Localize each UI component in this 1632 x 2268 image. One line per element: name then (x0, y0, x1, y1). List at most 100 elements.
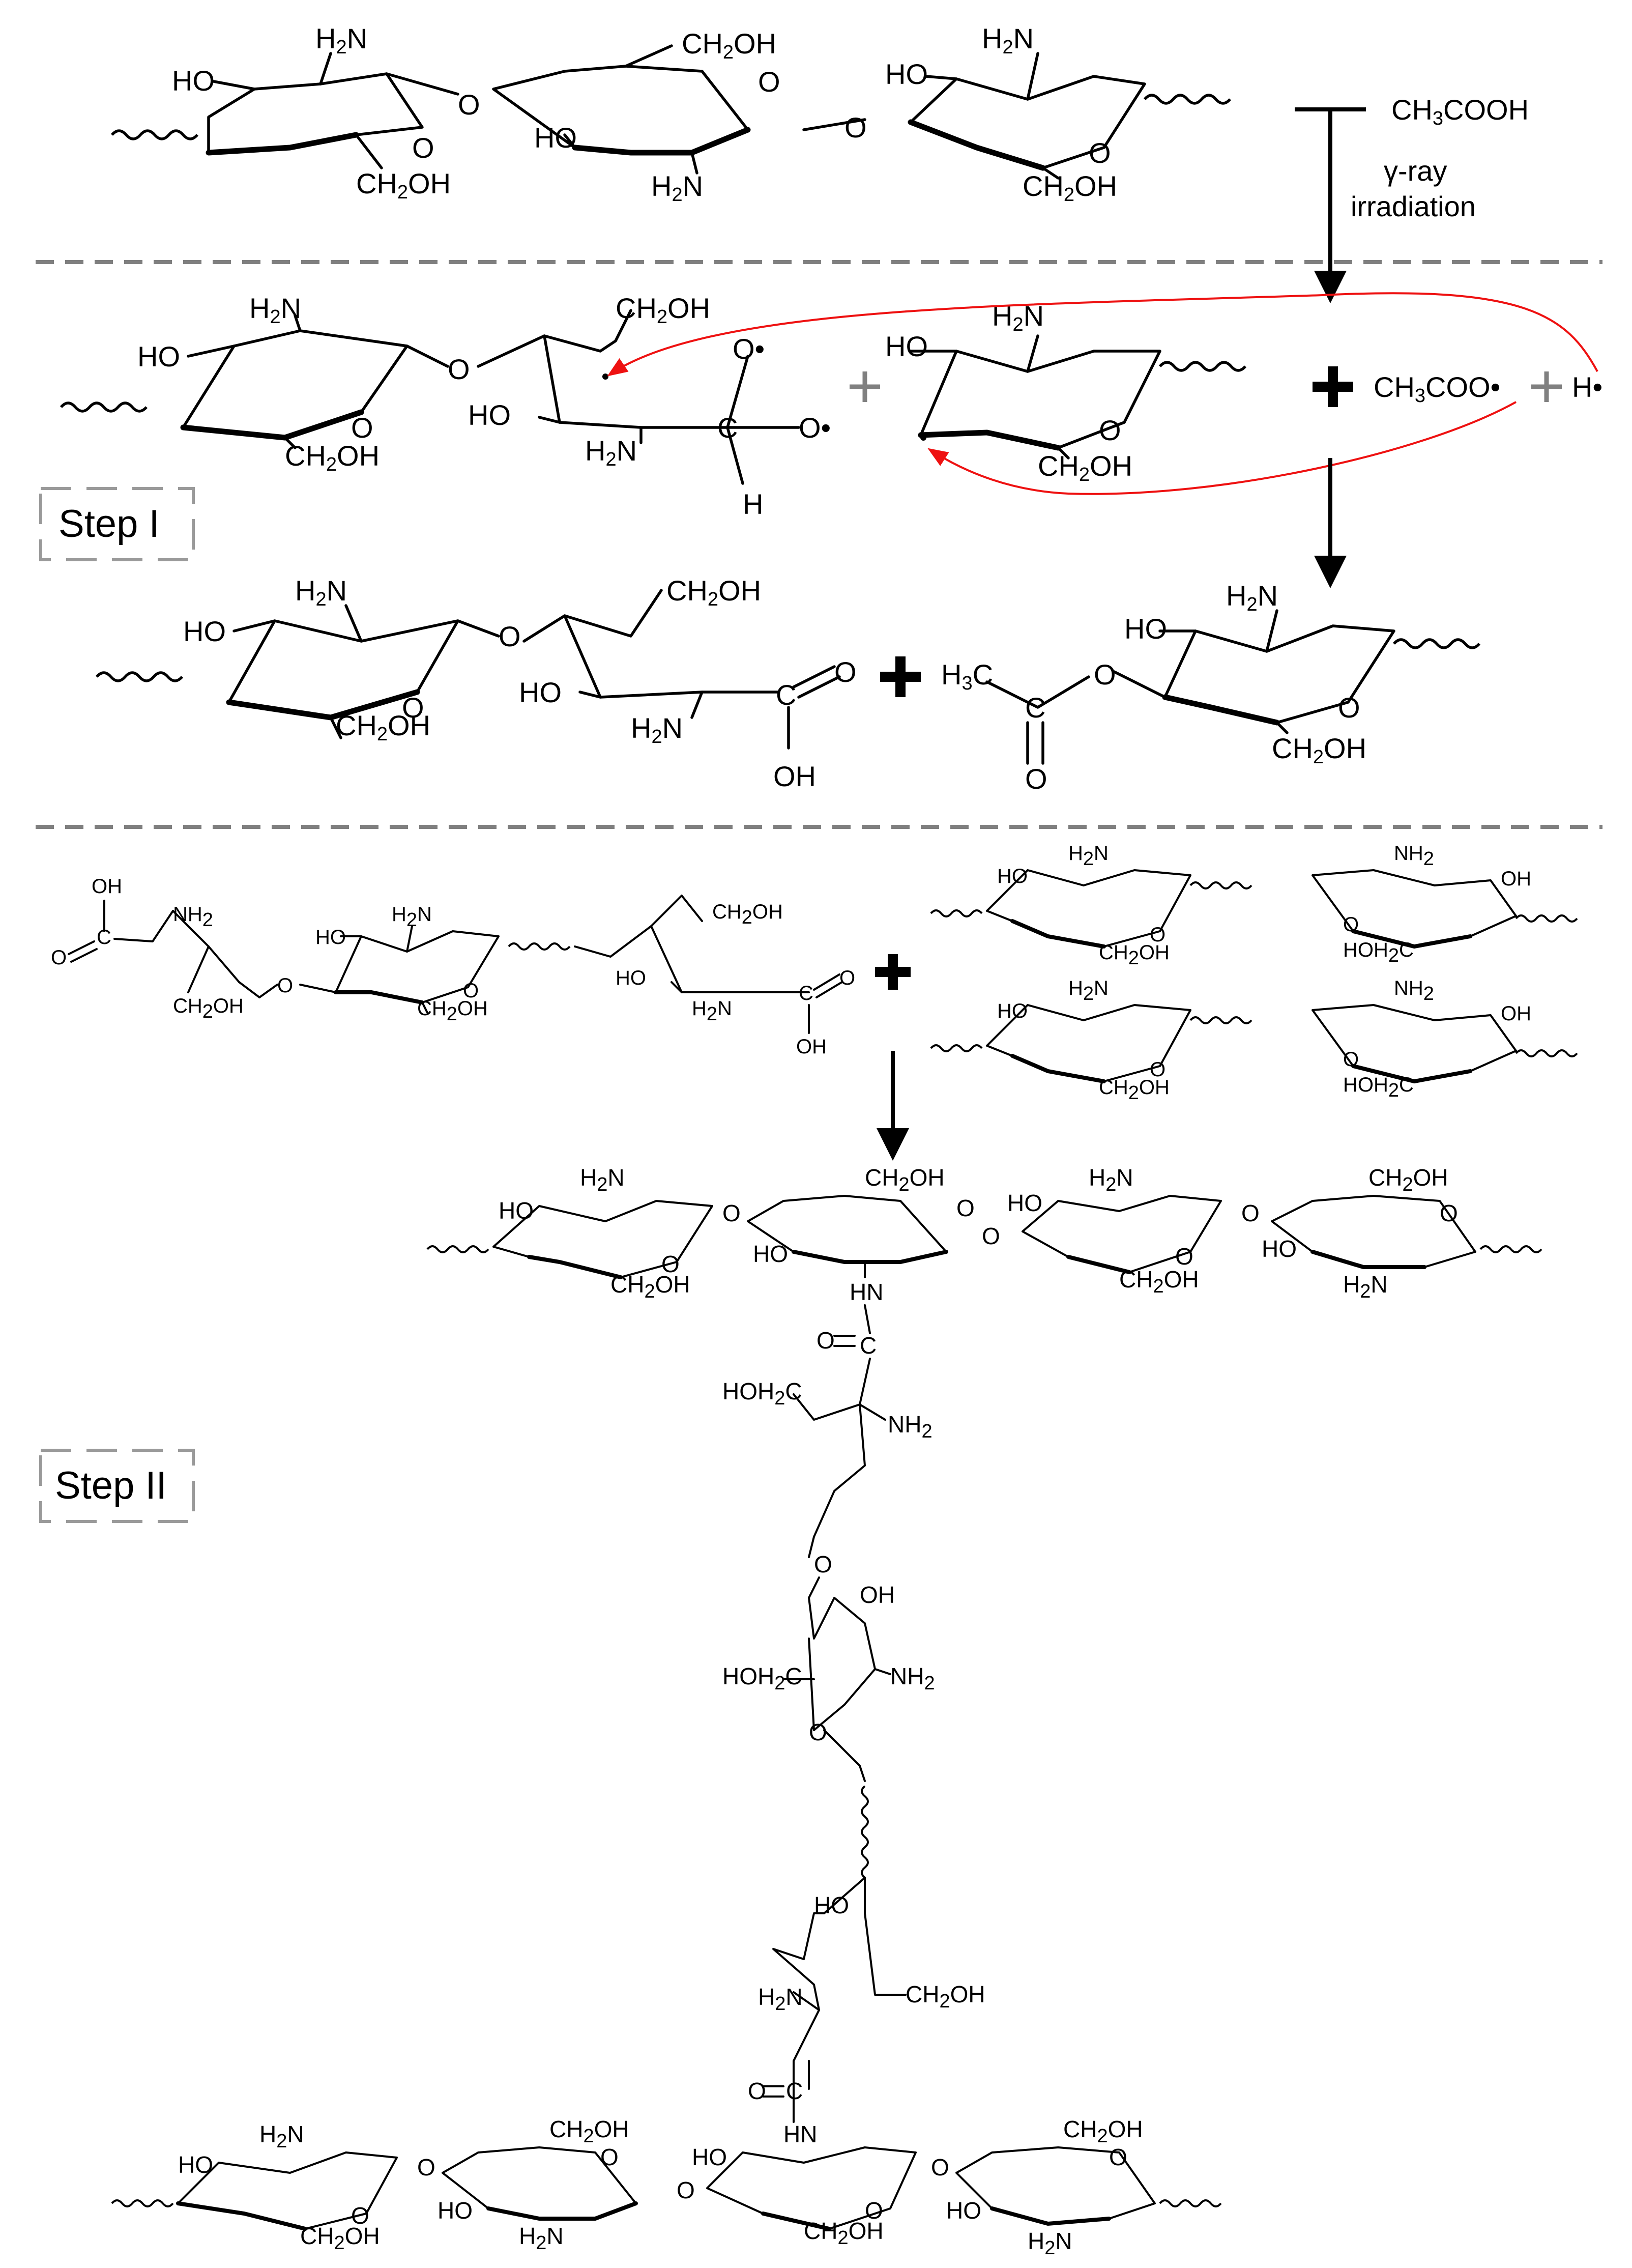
svg-text:HO: HO (183, 615, 226, 647)
svg-text:HO: HO (468, 399, 511, 431)
svg-text:H: H (743, 488, 763, 520)
svg-text:Step II: Step II (55, 1464, 167, 1507)
svg-text:HN: HN (783, 2121, 817, 2147)
svg-text:O: O (600, 2144, 619, 2170)
svg-text:O: O (809, 1719, 827, 1745)
svg-text:O•: O• (799, 412, 831, 444)
svg-text:HO: HO (172, 65, 215, 97)
svg-text:O: O (277, 974, 293, 997)
svg-text:CH2OH: CH2OH (712, 901, 783, 928)
acetate-radical-label: CH3COO• (1374, 371, 1500, 407)
svg-text:HO: HO (997, 865, 1028, 887)
svg-text:CH2OH: CH2OH (610, 1271, 690, 1302)
bold-plus-1 (1313, 366, 1353, 407)
svg-text:O: O (834, 656, 857, 688)
svg-text:H2N: H2N (982, 22, 1034, 58)
acetic-acid-label: CH3COOH (1391, 94, 1529, 129)
svg-text:H2N: H2N (315, 22, 367, 58)
svg-text:O: O (677, 2177, 695, 2203)
svg-text:H2N: H2N (249, 292, 301, 328)
svg-text:O: O (448, 353, 470, 385)
svg-text:HOH2C: HOH2C (722, 1378, 802, 1409)
radical-fragment-left: HO H2N CH2OH O O CH2OH HO H2N O• C O• H (60, 292, 831, 520)
svg-text:NH2: NH2 (1394, 977, 1434, 1004)
svg-text:H2N: H2N (1089, 1164, 1133, 1195)
svg-text:O: O (1025, 763, 1047, 795)
svg-text:O: O (722, 1200, 741, 1226)
svg-text:C: C (717, 412, 738, 444)
reactant-chitosan-chains: HO H2N CH2OH O NH2 OH HOH2C O HO H2N CH2… (930, 842, 1578, 1104)
svg-text:C: C (776, 679, 796, 711)
svg-text:HO: HO (1262, 1236, 1297, 1262)
svg-text:CH2OH: CH2OH (1099, 1076, 1170, 1104)
svg-text:O: O (956, 1195, 975, 1221)
svg-text:HO: HO (315, 926, 346, 949)
svg-text:H2N: H2N (758, 1984, 803, 2015)
svg-text:O: O (499, 620, 521, 652)
reactant-cleaved-chain: OH C O NH2 CH2OH O HO H2N CH2OH O CH2OH … (51, 875, 855, 1058)
svg-text:CH2OH: CH2OH (300, 2223, 380, 2254)
svg-text:HOH2C: HOH2C (722, 1663, 802, 1694)
svg-text:C: C (1025, 692, 1045, 724)
step2-box: Step II (39, 1449, 195, 1523)
svg-text:CH2OH: CH2OH (1119, 1266, 1199, 1297)
svg-text:H2N: H2N (631, 712, 683, 748)
svg-text:HOH2C: HOH2C (1343, 1074, 1414, 1101)
gray-plus-1 (850, 371, 880, 402)
svg-text:O: O (758, 66, 780, 98)
svg-text:CH2OH: CH2OH (804, 2218, 884, 2249)
crosslink-bridge: HN C O NH2 HOH2C O OH HOH2C NH2 O HO CH2… (722, 1261, 985, 2147)
svg-text:CH2OH: CH2OH (616, 292, 710, 328)
svg-text:HO: HO (753, 1241, 788, 1267)
svg-text:HO: HO (137, 340, 180, 372)
svg-text:H2N: H2N (585, 435, 637, 470)
svg-text:OH: OH (1501, 1002, 1531, 1025)
svg-text:HO: HO (814, 1892, 849, 1918)
svg-text:O: O (458, 89, 480, 121)
product-carboxylic: HO H2N CH2OH O O CH2OH HO H2N C O OH (95, 575, 857, 792)
step1-box: Step I (39, 487, 195, 561)
svg-text:O: O (817, 1327, 835, 1354)
svg-text:HO: HO (1124, 613, 1167, 645)
red-arrow-h-abstraction (607, 292, 1598, 377)
svg-text:HOH2C: HOH2C (1343, 939, 1414, 966)
svg-text:C: C (799, 982, 813, 1004)
svg-text:CH2OH: CH2OH (1099, 941, 1170, 969)
svg-text:H2N: H2N (651, 170, 703, 206)
svg-text:HO: HO (616, 967, 646, 989)
svg-text:C: C (97, 926, 111, 949)
svg-text:CH2OH: CH2OH (906, 1981, 985, 2012)
irradiation-condition: CH3COOH γ-ray irradiation (1295, 94, 1529, 303)
svg-text:O: O (1099, 414, 1121, 446)
svg-text:HO: HO (519, 676, 562, 708)
svg-text:CH2OH: CH2OH (1063, 2116, 1143, 2147)
svg-text:C: C (860, 1332, 877, 1359)
svg-text:H2N: H2N (1028, 2228, 1072, 2259)
svg-text:O: O (1094, 658, 1116, 691)
bold-plus-2 (880, 656, 921, 697)
svg-text:C: C (786, 2078, 803, 2104)
svg-text:O: O (844, 111, 867, 143)
svg-text:H2N: H2N (1226, 580, 1278, 615)
svg-text:H2N: H2N (1068, 977, 1109, 1004)
svg-text:HO: HO (178, 2151, 213, 2178)
svg-text:NH2: NH2 (173, 903, 213, 931)
svg-text:H2N: H2N (580, 1164, 625, 1195)
svg-text:CH2OH: CH2OH (336, 709, 430, 745)
svg-text:NH2: NH2 (888, 1411, 932, 1442)
svg-text:H2N: H2N (1343, 1271, 1388, 1302)
svg-text:Step I: Step I (59, 502, 160, 546)
svg-text:HO: HO (1007, 1190, 1042, 1216)
svg-text:O•: O• (733, 333, 765, 365)
svg-text:O: O (1175, 1243, 1193, 1270)
svg-text:O: O (1241, 1200, 1260, 1226)
svg-text:HO: HO (885, 58, 928, 90)
svg-text:H2N: H2N (692, 997, 732, 1025)
svg-text:O: O (982, 1223, 1000, 1249)
svg-text:CH2OH: CH2OH (173, 995, 244, 1022)
svg-text:O: O (1109, 2144, 1127, 2170)
svg-text:CH2OH: CH2OH (1038, 450, 1132, 485)
svg-text:O: O (865, 2197, 883, 2224)
condition-line2: irradiation (1351, 190, 1476, 222)
